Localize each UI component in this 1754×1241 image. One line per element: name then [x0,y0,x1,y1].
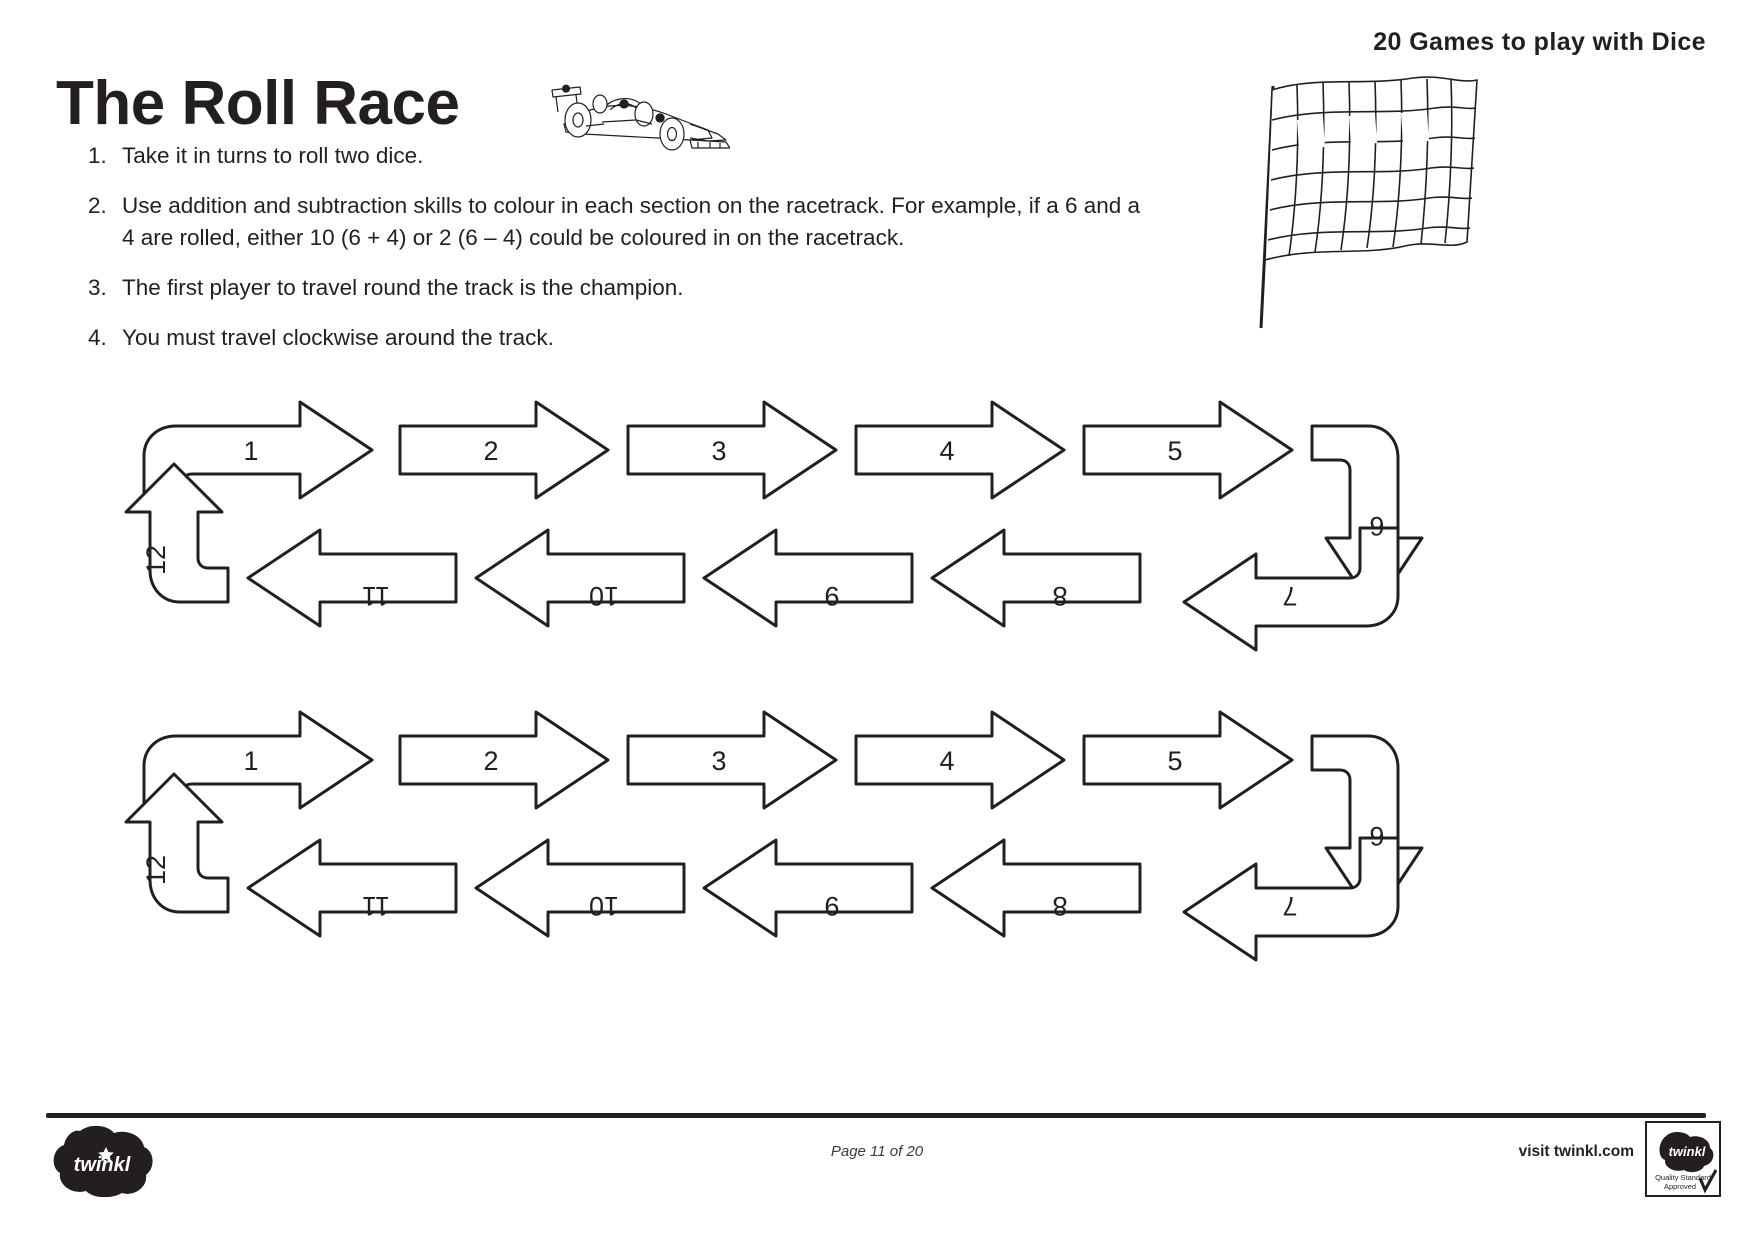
racetrack: 1 2 3 4 5 6 7 8 9 10 11 12 [0,360,1754,990]
instructions-list: 1. Take it in turns to roll two dice. 2.… [88,140,1148,372]
track-cell-label: 10 [589,581,619,611]
page-title: The Roll Race [56,69,460,138]
track-cell-label: 8 [1052,891,1067,921]
instruction-item: 2. Use addition and subtraction skills t… [88,190,1148,254]
badge-wordmark: twinkl [1669,1144,1706,1159]
track-cell-label: 9 [824,891,839,921]
track-cell-label: 7 [1282,891,1297,921]
track-cell-label: 4 [939,436,954,466]
track-cell-label: 6 [1369,821,1384,851]
track-cell-label: 8 [1052,581,1067,611]
instruction-text: You must travel clockwise around the tra… [122,324,554,350]
track-cell-label: 4 [939,746,954,776]
checkered-flag-icon [1259,76,1478,329]
track-cell-label: 3 [711,746,726,776]
badge-line-2: Approved [1664,1182,1696,1191]
instruction-number: 2. [88,192,107,218]
instruction-number: 4. [88,324,107,350]
formula-one-car-icon [551,84,730,151]
instruction-item: 1. Take it in turns to roll two dice. [88,140,1148,172]
page-number: Page 11 of 20 [830,1143,924,1160]
instruction-number: 1. [88,143,107,168]
instruction-item: 4. You must travel clockwise around the … [88,322,1148,354]
track-cell-label: 11 [362,581,390,611]
track-cell-label: 9 [824,581,839,611]
track-cell-label: 11 [362,891,390,921]
visit-website-label: visit twinkl.com [1518,1143,1634,1160]
track-cell-label: 12 [141,855,171,885]
instruction-item: 3. The first player to travel round the … [88,272,1148,304]
quality-standard-approved-badge: twinkl Quality Standard Approved [1645,1121,1721,1197]
footer-divider [46,1113,1706,1118]
track-cell-label: 1 [243,746,258,776]
track-cell-label: 7 [1282,581,1297,611]
track-cell-label: 5 [1167,746,1182,776]
track-cell-label: 1 [243,436,258,466]
track-cell-label: 3 [711,436,726,466]
instruction-text: Use addition and subtraction skills to c… [122,192,1141,250]
track-cell-label: 2 [483,436,498,466]
instruction-number: 3. [88,274,107,300]
racetrack-loop: 1 2 3 4 5 6 7 8 9 10 11 12 [124,710,1424,962]
badge-line-1: Quality Standard [1655,1173,1711,1182]
track-cell-label: 5 [1167,436,1182,466]
instruction-text: The first player to travel round the tra… [122,274,684,300]
twinkl-cloud-logo: twinkl [53,1126,153,1197]
track-cell-label: 2 [483,746,498,776]
track-cell-label: 10 [589,891,619,921]
logo-wordmark: twinkl [74,1154,131,1176]
series-header-title: 20 Games to play with Dice [1373,28,1706,56]
track-cell-label: 12 [141,545,171,575]
track-cell-label: 6 [1369,511,1384,541]
racetrack-loop: 1 2 3 4 5 6 7 8 9 10 11 12 [124,400,1424,652]
instruction-text: Take it in turns to roll two dice. [122,143,424,168]
